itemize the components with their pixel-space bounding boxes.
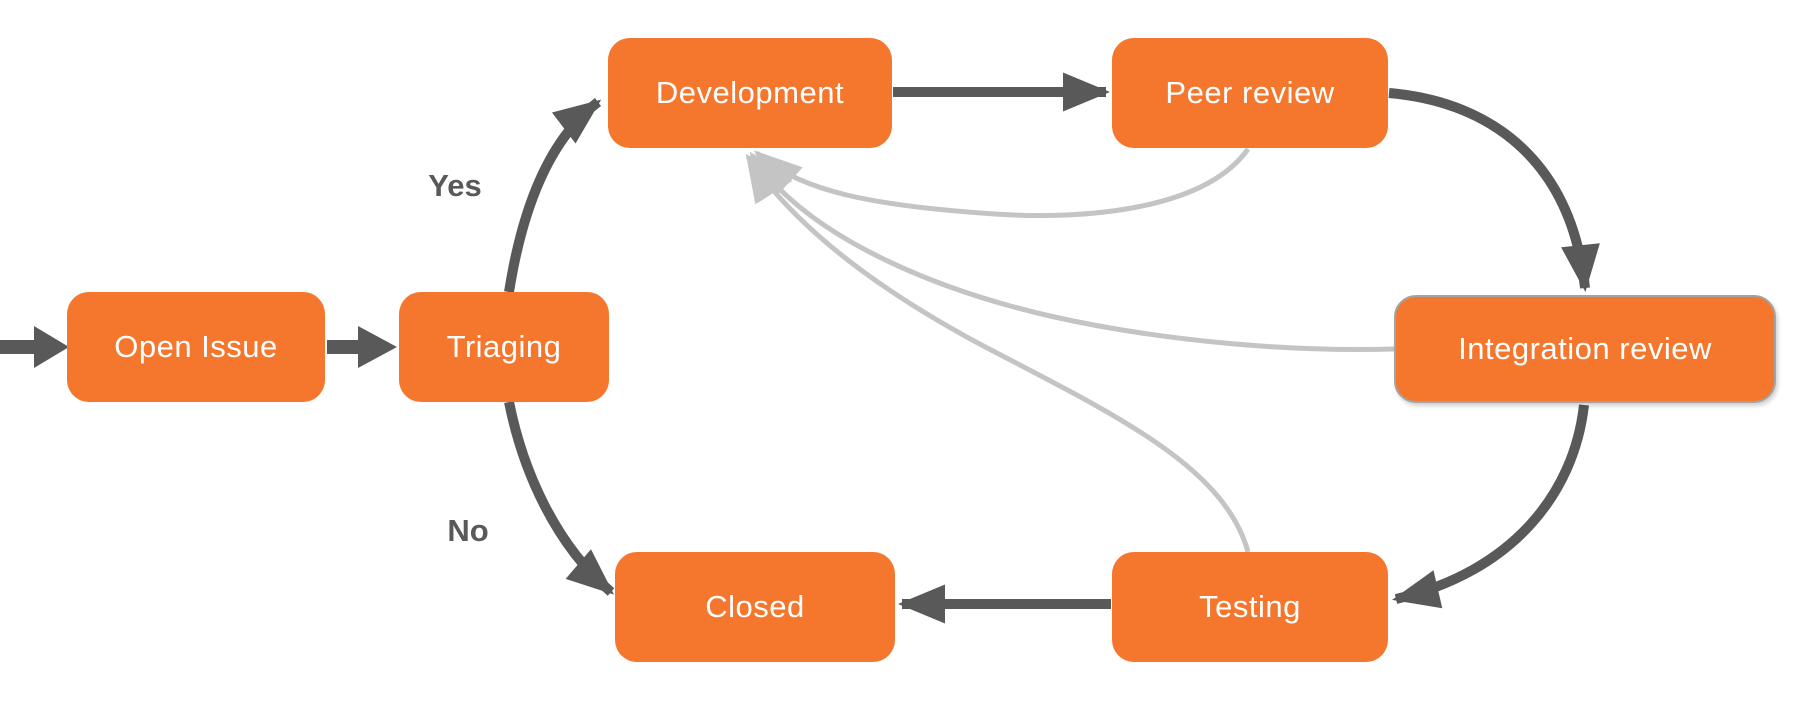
node-development[interactable]: Development [608, 38, 892, 148]
node-open-issue[interactable]: Open Issue [67, 292, 325, 402]
node-label: Triaging [446, 329, 562, 364]
node-label: Testing [1199, 589, 1301, 624]
node-label: Closed [705, 589, 805, 624]
node-closed[interactable]: Closed [615, 552, 895, 662]
edge-peer-review-to-integration-review [1388, 88, 1600, 292]
edge-label-yes: Yes [428, 168, 482, 203]
node-integration-review[interactable]: Integration review [1394, 295, 1776, 403]
node-label: Peer review [1165, 75, 1335, 110]
node-peer-review[interactable]: Peer review [1112, 38, 1388, 148]
edge-testing-to-development [745, 153, 1251, 553]
node-testing[interactable]: Testing [1112, 552, 1388, 662]
edge-start-to-open-issue [0, 326, 69, 368]
edge-open-issue-to-triaging [327, 326, 397, 368]
edge-integration-review-to-development [749, 151, 1395, 353]
edge-integration-review-to-testing [1392, 404, 1589, 609]
node-label: Open Issue [114, 329, 278, 364]
edge-triaging-to-development-yes [504, 98, 602, 293]
edge-peer-review-to-development [754, 147, 1251, 218]
edge-triaging-to-closed-no [504, 401, 615, 596]
node-triaging[interactable]: Triaging [399, 292, 609, 402]
node-label: Development [655, 75, 845, 110]
node-label: Integration review [1458, 331, 1712, 366]
edge-label-no: No [447, 513, 489, 548]
